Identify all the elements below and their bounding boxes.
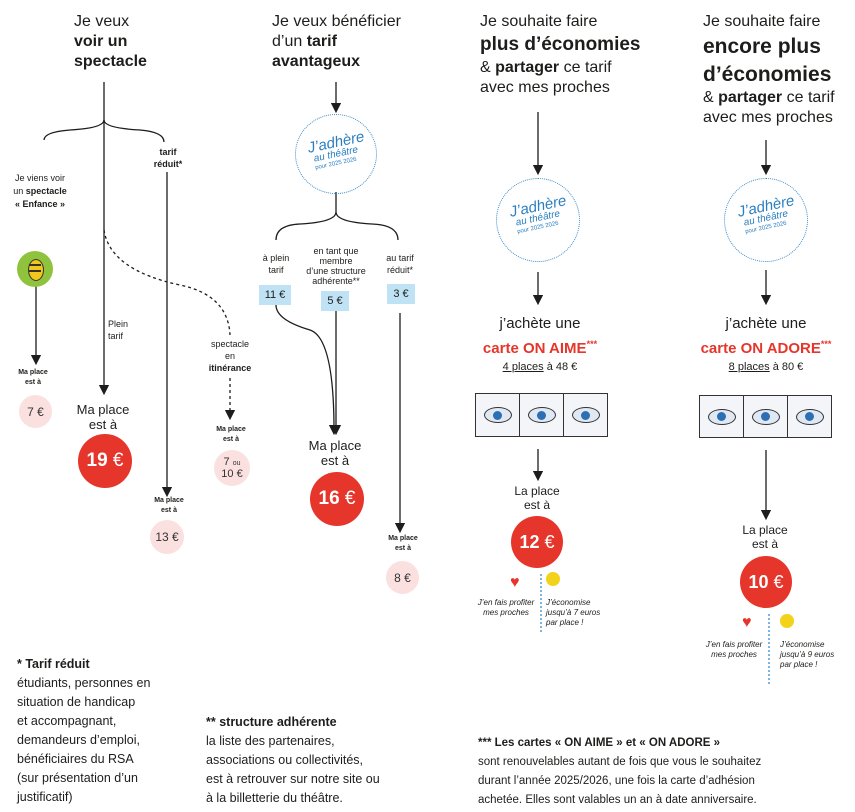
col4-place-label: La place est à [742, 523, 788, 551]
sun-icon [546, 572, 560, 586]
col1-reduit-place-label: Ma place est à [154, 497, 184, 514]
heart-icon: ♥ [742, 614, 752, 631]
price-12-badge: 12 € [511, 516, 563, 568]
col2-option-membre: en tant que membre d’une structure adhér… [306, 246, 366, 286]
price-box-11: 11 € [259, 285, 291, 305]
price-8-badge: 8 € [386, 561, 419, 594]
adhere-badge-col4: J’adhère au théâtre pour 2025 2026 [724, 178, 808, 262]
col1-heading-bold2: spectacle [74, 53, 147, 70]
col1-branch-left [43, 119, 105, 141]
price-reduit-badge: 13 € [150, 520, 184, 554]
col2-branch-l [275, 211, 337, 241]
price-16-badge: 16 € [310, 472, 364, 526]
footnote-tarif-reduit: * Tarif réduit étudiants, personnes en s… [17, 657, 151, 804]
adhere-badge-col2: J’adhère au théâtre pour 2025 2026 [295, 114, 377, 194]
price-itinerance-badge: 7 ou 10 € [214, 450, 250, 486]
col2-heading: Je veux bénéficier d’un tarif avantageux [272, 13, 401, 70]
col3-note-left: J’en fais profiter mes proches [477, 598, 535, 617]
col3-place-label: La place est à [514, 484, 560, 512]
col2-small-place-label: Ma place est à [388, 535, 418, 552]
col2-place-label: Ma place est à [308, 438, 362, 468]
col1-itin-place-label: Ma place est à [216, 426, 246, 443]
eyes-illustration-col3 [475, 393, 608, 437]
col4-heading: Je souhaite faire encore plus d’économie… [703, 13, 835, 126]
col3-heading: Je souhaite faire plus d’économies & par… [480, 13, 641, 96]
col2-branch-r [335, 211, 399, 241]
footnote-cartes: *** Les cartes « ON AIME » et « ON ADORE… [478, 737, 762, 806]
adhere-badge-col3: J’adhère au théâtre pour 2025 2026 [496, 178, 580, 262]
sun-icon [780, 614, 794, 628]
col1-itinerance-label: spectacle en itinérance [208, 339, 252, 373]
col1-reduit-label: tarif réduit* [153, 147, 183, 169]
col3-note-right: J’économise jusqu’à 7 euros par place ! [546, 598, 601, 627]
bee-illustration-icon [17, 251, 53, 287]
col2-option-reduit: au tarif réduit* [386, 253, 414, 275]
col1-heading: Je veux voir un spectacle [74, 12, 147, 72]
eyes-illustration-col4 [699, 395, 832, 438]
price-box-3: 3 € [387, 284, 415, 304]
col2-arrow-11 [275, 304, 340, 436]
col1-plein-place-label: Ma place est à [76, 402, 130, 432]
col1-enfance-place-label: Ma place est à [18, 369, 48, 386]
col1-branch-right [103, 119, 165, 143]
price-10-badge: 10 € [740, 556, 792, 608]
col4-note-left: J’en fais profiter mes proches [705, 640, 763, 659]
price-box-5: 5 € [321, 291, 349, 311]
col2-option-plein: à plein tarif [262, 253, 290, 275]
footnote-structure-adherente: ** structure adhérente la liste des part… [206, 715, 380, 805]
col1-plein-label: Plein tarif [108, 319, 129, 341]
col3-buy: j’achète une carte ON AIME*** 4 places à… [482, 315, 598, 373]
col1-heading-bold1: voir un [74, 33, 128, 50]
col1-enfance-label: Je viens voir un spectacle « Enfance » [13, 173, 67, 209]
price-enfance-badge: 7 € [19, 395, 52, 428]
heart-icon: ♥ [510, 574, 520, 591]
col4-note-right: J’économise jusqu’à 9 euros par place ! [780, 640, 835, 669]
col1-heading-line1: Je veux [74, 13, 130, 30]
col4-buy: j’achète une carte ON ADORE*** 8 places … [700, 315, 832, 373]
price-plein-badge: 19 € [78, 434, 132, 488]
